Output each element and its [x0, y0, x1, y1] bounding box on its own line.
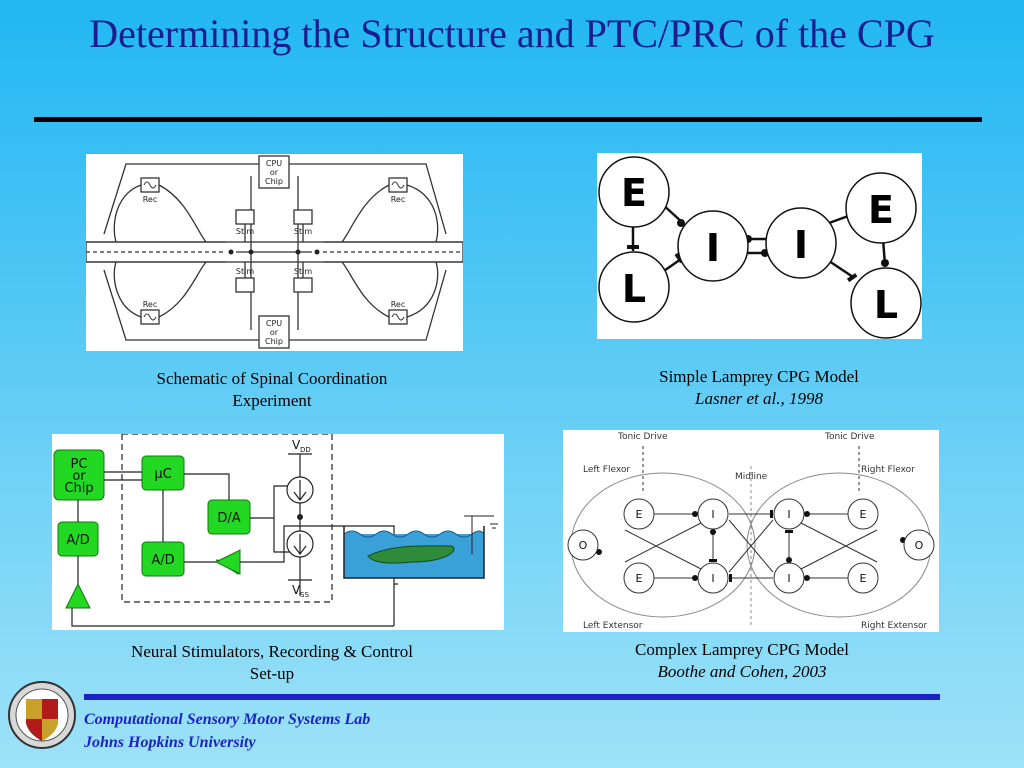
- svg-text:I: I: [787, 508, 790, 521]
- complex-cpg-citation: Boothe and Cohen, 2003: [657, 662, 827, 681]
- tonic-drive-left-label: Tonic Drive: [617, 432, 668, 442]
- svg-text:DD: DD: [300, 446, 311, 454]
- pc-label: PC: [71, 457, 88, 472]
- footer-divider: [84, 694, 940, 700]
- stim-label: Stim: [236, 227, 254, 236]
- tonic-drive-right-label: Tonic Drive: [824, 432, 875, 442]
- university-name: Johns Hopkins University: [84, 734, 256, 751]
- svg-text:Stim: Stim: [236, 267, 254, 276]
- midline-label: Midline: [735, 472, 768, 482]
- left-extensor-label: Left Extensor: [583, 621, 643, 631]
- svg-text:Chip: Chip: [265, 177, 283, 186]
- svg-text:I: I: [711, 572, 714, 585]
- svg-text:Stim: Stim: [294, 227, 312, 236]
- setup-caption: Neural Stimulators, Recording & Control …: [131, 642, 413, 683]
- rec-label: Rec: [143, 195, 158, 204]
- complex-cpg-diagram: E E I I I I E E O O Tonic Drive Tonic Dr…: [563, 430, 939, 632]
- ad-label-outer: A/D: [66, 533, 89, 548]
- setup-diagram: PC or Chip µC D/A A/D A/D V DD V SS: [52, 434, 504, 630]
- svg-text:O: O: [579, 539, 588, 552]
- simple-cpg-caption: Simple Lamprey CPG Model Lasner et al., …: [600, 366, 918, 410]
- footer-text: Computational Sensory Motor Systems Lab …: [84, 708, 370, 754]
- svg-text:Rec: Rec: [391, 300, 406, 309]
- ad-label-inner: A/D: [151, 553, 174, 568]
- schematic-caption: Schematic of Spinal Coordination Experim…: [156, 369, 388, 410]
- left-flexor-label: Left Flexor: [583, 465, 630, 475]
- node-i-right: I: [794, 223, 808, 267]
- da-label: D/A: [217, 511, 240, 526]
- svg-text:or: or: [270, 168, 279, 177]
- right-extensor-label: Right Extensor: [861, 621, 928, 631]
- node-e-right: E: [868, 188, 894, 232]
- svg-text:E: E: [636, 508, 643, 521]
- uc-label: µC: [154, 467, 171, 482]
- node-l-right: L: [874, 283, 898, 327]
- lab-name: Computational Sensory Motor Systems Lab: [84, 711, 371, 728]
- slide-title: Determining the Structure and PTC/PRC of…: [89, 11, 935, 56]
- svg-text:Rec: Rec: [391, 195, 406, 204]
- svg-text:Stim: Stim: [294, 267, 312, 276]
- svg-text:Chip: Chip: [64, 481, 93, 496]
- right-flexor-label: Right Flexor: [861, 465, 915, 475]
- svg-text:Rec: Rec: [143, 300, 158, 309]
- svg-text:E: E: [636, 572, 643, 585]
- title-divider: [34, 117, 982, 122]
- svg-text:or: or: [270, 328, 279, 337]
- svg-text:or: or: [72, 469, 86, 484]
- cpu-label-bottom: CPU: [266, 319, 282, 328]
- node-l-left: L: [622, 267, 646, 311]
- schematic-diagram: CPU or Chip CPU or Chip Rec Rec Rec Rec …: [86, 154, 463, 351]
- cpu-label-top: CPU: [266, 159, 282, 168]
- svg-text:I: I: [711, 508, 714, 521]
- svg-text:SS: SS: [300, 591, 309, 599]
- node-e-left: E: [621, 171, 647, 215]
- svg-text:E: E: [860, 508, 867, 521]
- svg-text:O: O: [915, 539, 924, 552]
- complex-cpg-caption: Complex Lamprey CPG Model Boothe and Coh…: [590, 639, 894, 683]
- svg-text:Chip: Chip: [265, 337, 283, 346]
- simple-cpg-diagram: E L I I E L: [597, 153, 922, 339]
- svg-text:I: I: [787, 572, 790, 585]
- university-seal-logo: [6, 675, 76, 755]
- vdd-label: V: [292, 438, 301, 452]
- simple-cpg-citation: Lasner et al., 1998: [695, 389, 823, 408]
- vss-label: V: [292, 583, 301, 597]
- svg-text:E: E: [860, 572, 867, 585]
- node-i-left: I: [706, 226, 720, 270]
